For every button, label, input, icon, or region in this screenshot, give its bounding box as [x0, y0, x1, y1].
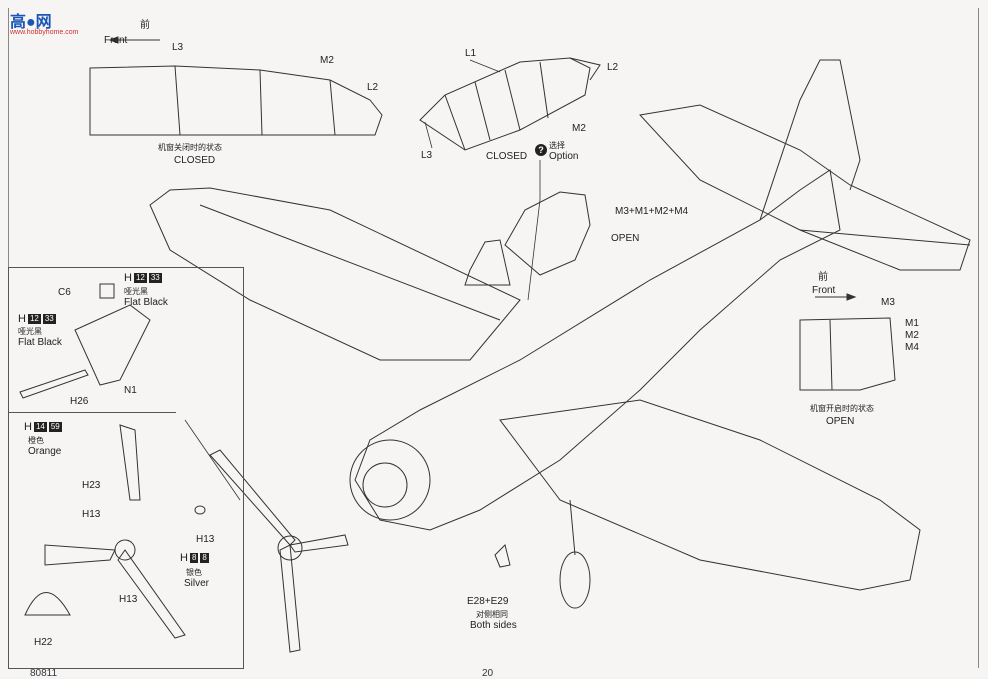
part-l3-closed: L3	[172, 42, 184, 53]
sheet-border-right	[978, 8, 979, 668]
color-left: Flat Black	[18, 337, 62, 348]
paint-h-silver: H	[180, 552, 188, 564]
option-icon: ?	[535, 144, 547, 156]
closed-state-label: CLOSED	[174, 155, 216, 166]
part-l3: L3	[421, 150, 433, 161]
paint-h-orange: H	[24, 421, 32, 433]
open-label: OPEN	[611, 233, 640, 244]
color-cn-orange: 橙色	[28, 436, 44, 445]
leader-lines	[424, 59, 541, 301]
paint-code-orange: 14	[33, 422, 47, 432]
part-h23: H23	[82, 480, 101, 491]
open-state-cn: 机窗开启时的状态	[810, 404, 874, 413]
wheel-part-drawing	[494, 544, 511, 568]
inset-drawings	[19, 283, 241, 639]
wheel-sides-cn: 对侧相同	[476, 610, 508, 619]
part-m1: M1	[905, 318, 919, 329]
paint-code-top-2: 33	[148, 273, 162, 283]
paint-code-silver: 8	[189, 553, 199, 563]
part-h13-b: H13	[196, 534, 215, 545]
part-l1: L1	[465, 48, 477, 59]
page-number: 20	[482, 668, 494, 679]
color-cn-left: 哑光黑	[18, 327, 42, 336]
closed-state-cn: 机窗关闭时的状态	[158, 143, 222, 152]
part-l2: L2	[607, 62, 619, 73]
canopy-closed-drawing	[419, 57, 601, 151]
part-m2-open: M2	[905, 330, 919, 341]
detail-inset-box	[8, 267, 244, 669]
part-h22: H22	[34, 637, 53, 648]
front-label-cn-1: 前	[140, 20, 150, 31]
canopy-open-drawing	[464, 191, 591, 286]
canopy-closed-label: CLOSED	[486, 151, 528, 162]
paint-h-top: H	[124, 272, 132, 284]
paint-code-left: 12	[27, 314, 41, 324]
open-state-label: OPEN	[826, 416, 855, 427]
closed-canopy-side-drawing	[89, 36, 383, 136]
part-h13-a: H13	[82, 509, 101, 520]
wheel-sides: Both sides	[470, 620, 517, 631]
paint-code-top: 12	[133, 273, 147, 283]
open-canopy-side-drawing	[799, 293, 896, 391]
watermark-url: www.hobbyhome.com	[10, 29, 79, 36]
paint-h-left: H	[18, 313, 26, 325]
part-m3: M3	[881, 297, 895, 308]
paint-flat-black-left: H 12 33	[18, 313, 56, 325]
color-top: Flat Black	[124, 297, 168, 308]
paint-code-silver-2: 8	[200, 553, 209, 563]
part-m2-closed: M2	[320, 55, 334, 66]
color-orange: Orange	[28, 446, 62, 457]
front-label-1: Front	[104, 35, 128, 46]
inset-divider	[8, 412, 176, 413]
color-silver: Silver	[184, 578, 210, 589]
open-combo-parts: M3+M1+M2+M4	[615, 206, 689, 217]
aircraft-drawing	[149, 59, 971, 653]
paint-code-left-2: 33	[42, 314, 56, 324]
color-cn-silver: 银色	[186, 568, 202, 577]
wheel-parts: E28+E29	[467, 596, 509, 607]
footer-code: 80811	[30, 668, 58, 679]
front-label-2: Front	[812, 285, 836, 296]
part-n1: N1	[124, 385, 137, 396]
part-h26: H26	[70, 396, 89, 407]
front-label-cn-2: 前	[818, 272, 828, 283]
paint-silver: H 8 8	[180, 552, 209, 564]
part-m4: M4	[905, 342, 919, 353]
paint-orange: H 14 59	[24, 421, 62, 433]
option-cn: 选择	[549, 141, 565, 150]
paint-flat-black-top: H 12 33	[124, 272, 162, 284]
part-c6: C6	[58, 287, 71, 298]
watermark-logo: 高●网	[10, 14, 52, 31]
paint-code-orange-2: 59	[48, 422, 62, 432]
part-m2: M2	[572, 123, 586, 134]
part-h13-c: H13	[119, 594, 138, 605]
option-label: Option	[549, 151, 579, 162]
color-cn-top: 哑光黑	[124, 287, 148, 296]
part-l2-closed: L2	[367, 82, 379, 93]
